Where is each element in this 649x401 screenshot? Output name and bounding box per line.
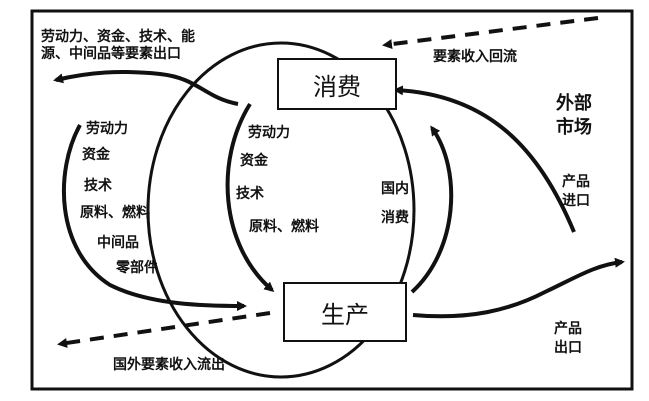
- imported-input-raw-materials: 原料、燃料: [80, 205, 150, 221]
- factor-export-label-line1: 劳动力、资金、技术、能: [41, 29, 195, 45]
- factor-income-return-arrow: [382, 16, 599, 50]
- domestic-input-raw-materials: 原料、燃料: [249, 219, 319, 235]
- domestic-inputs-arrow: [225, 102, 275, 292]
- product-import-label-line1: 产品: [562, 174, 590, 190]
- imported-input-technology: 技术: [84, 178, 112, 194]
- imported-input-components: 零部件: [116, 260, 158, 276]
- domestic-consumption-label-line1: 国内: [381, 181, 409, 197]
- domestic-input-technology: 技术: [236, 186, 264, 202]
- product-export-label-line1: 产品: [554, 321, 582, 337]
- imported-input-capital: 资金: [82, 147, 110, 163]
- product-import-label-line2: 进口: [562, 193, 590, 209]
- product-import-arrow: [393, 85, 576, 233]
- consumption-node: 消费: [277, 58, 397, 110]
- factor-income-outflow-arrow: [57, 311, 271, 348]
- domestic-consumption-label-line2: 消费: [381, 210, 409, 226]
- imported-input-intermediate-goods: 中间品: [97, 235, 139, 251]
- product-export-label-line2: 出口: [554, 340, 582, 356]
- domestic-input-capital: 资金: [240, 153, 268, 169]
- production-node: 生产: [283, 282, 407, 342]
- factor-export-arrow: [53, 70, 239, 106]
- foreign-market-label-line2: 市场: [556, 117, 592, 138]
- outer-frame: [30, 9, 634, 391]
- product-export-arrow: [412, 257, 625, 319]
- factor-income-return-label: 要素收入回流: [433, 49, 517, 65]
- domestic-consumption-arrow: [410, 125, 454, 294]
- domestic-economy-circle: [146, 41, 416, 379]
- factor-export-label-line2: 源、中间品等要素出口: [41, 46, 181, 62]
- foreign-market-label-line1: 外部: [556, 93, 592, 114]
- imported-input-labor: 劳动力: [86, 121, 128, 137]
- imported-inputs-arrow: [61, 124, 247, 311]
- factor-income-outflow-label: 国外要素收入流出: [113, 357, 225, 373]
- domestic-input-labor: 劳动力: [248, 125, 290, 141]
